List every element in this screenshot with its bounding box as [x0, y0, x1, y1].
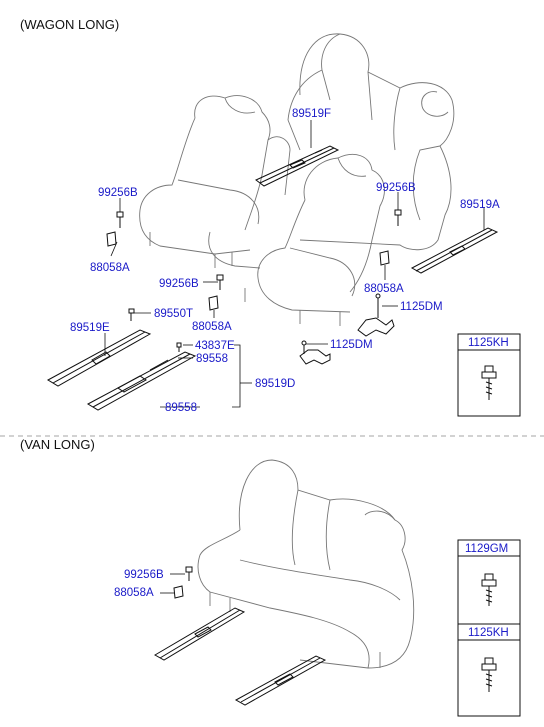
bolt-43837E-icon: [176, 342, 182, 352]
label-89558-upper: 89558: [196, 353, 228, 365]
label-89519F: 89519F: [292, 108, 331, 120]
van-bench-seat-outline: [197, 459, 415, 669]
label-89519D: 89519D: [255, 378, 295, 390]
legend-box-title-1129GM: 1129GM: [465, 543, 508, 555]
label-43837E: 43837E: [195, 340, 235, 352]
legend-box-title-1125KH-van: 1125KH: [468, 627, 509, 639]
van-rail-rear: [234, 655, 327, 706]
van-cap-88058A-icon: [173, 585, 184, 599]
van-label-88058A: 88058A: [114, 587, 154, 599]
rail-89519A: [410, 227, 499, 274]
label-89519E: 89519E: [70, 322, 110, 334]
label-99256B-center: 99256B: [159, 278, 199, 290]
label-1125DM-upper: 1125DM: [400, 301, 443, 313]
cap-88058A-center-icon: [208, 295, 219, 311]
screw-1125KH-icon: [481, 365, 497, 400]
bracket-1125DM-lower-icon: [299, 340, 331, 365]
right-second-row-seat-outline: [208, 154, 385, 326]
van-leader-lines: [160, 573, 185, 594]
section-title-van-long: (VAN LONG): [20, 437, 95, 452]
cap-88058A-right-icon: [379, 250, 390, 266]
legend-box-title-1125KH: 1125KH: [468, 337, 509, 349]
rear-bench-seat-outline: [287, 33, 455, 251]
left-second-row-seat-outline: [139, 95, 291, 268]
bolt-99256B-right-icon: [394, 209, 402, 226]
van-rail-front: [153, 607, 246, 661]
legend-box-1125KH-wagon: [457, 333, 521, 417]
legend-box-van: [457, 539, 521, 717]
van-label-99256B: 99256B: [124, 569, 164, 581]
bolt-99256B-left-icon: [116, 211, 124, 228]
label-89519A: 89519A: [460, 199, 500, 211]
section-title-wagon-long: (WAGON LONG): [20, 17, 119, 32]
cap-88058A-left-icon: [106, 231, 117, 247]
label-88058A-left: 88058A: [90, 262, 130, 274]
rail-89519F: [255, 145, 340, 187]
rail-89519E: [46, 329, 152, 387]
bracket-1125DM-upper-icon: [357, 293, 395, 337]
bolt-99256B-center-icon: [216, 274, 224, 290]
screw-1125KH-icon: [481, 657, 497, 692]
label-88058A-right: 88058A: [364, 283, 404, 295]
label-99256B-right: 99256B: [376, 182, 416, 194]
label-89558-lower: 89558: [165, 402, 197, 414]
label-88058A-center: 88058A: [192, 321, 232, 333]
label-99256B-left: 99256B: [98, 187, 138, 199]
screw-1129GM-icon: [481, 573, 497, 606]
bolt-89550T-icon: [128, 308, 135, 321]
van-bolt-99256B-icon: [185, 566, 193, 581]
wagon-leader-lines: [104, 120, 485, 408]
rail-89519D: [86, 351, 197, 411]
label-1125DM-lower: 1125DM: [330, 339, 373, 351]
label-89550T: 89550T: [154, 308, 193, 320]
